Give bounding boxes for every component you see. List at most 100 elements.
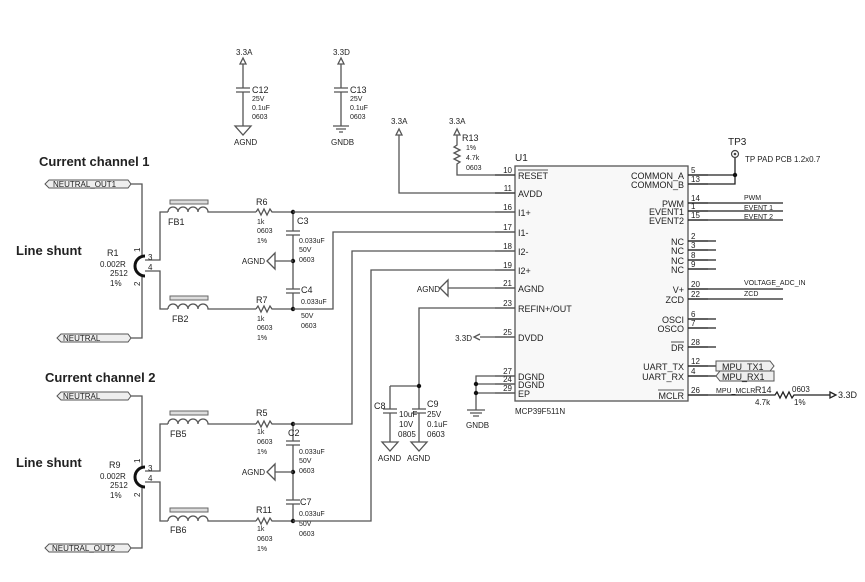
r11-ref: R11 (256, 505, 272, 515)
c13-value: 0.1uF (350, 105, 368, 112)
pin-number: 5 (691, 166, 696, 175)
pin-name: I2- (518, 247, 529, 257)
pin-name: I1- (518, 228, 529, 238)
net-voltage-adc-in: VOLTAGE_ADC_IN (744, 280, 806, 287)
c9-ref: C9 (427, 399, 439, 409)
pin-name: V+ (673, 285, 684, 295)
pin-number: 14 (691, 194, 700, 203)
pin-name: UART_TX (643, 362, 684, 372)
r7-ref: R7 (256, 295, 268, 305)
net-event1: EVENT 1 (744, 205, 773, 212)
agnd-label: AGND (242, 257, 265, 266)
tp3-ref: TP3 (728, 137, 747, 148)
power-arrow-icon (452, 127, 462, 136)
r13-package: 0603 (466, 165, 482, 172)
c2-voltage: 50V (299, 458, 312, 465)
pin-number: 3 (691, 241, 696, 250)
c2-package: 0603 (299, 468, 315, 475)
pin-number: 11 (504, 184, 513, 193)
pin-number: 9 (691, 260, 696, 269)
r1-pin2: 2 (133, 281, 142, 286)
c12-ref: C12 (252, 85, 269, 95)
r14-ref: R14 (755, 385, 772, 395)
r1-ref: R1 (107, 248, 119, 258)
pin-number: 17 (503, 223, 512, 232)
pin-name: I1+ (518, 208, 531, 218)
c7-ref: C7 (300, 497, 312, 507)
right-nets: PWM EVENT 1 EVENT 2 VOLTAGE_ADC_IN ZCD M… (688, 195, 858, 407)
r9-ref: R9 (109, 460, 121, 470)
pin-number: 2 (691, 232, 696, 241)
agnd-icon (233, 125, 253, 136)
pin-name: EP (518, 389, 530, 399)
c12-voltage: 25V (252, 96, 265, 103)
c13-decoupling: 3.3D C13 25V 0.1uF 0603 GNDB (331, 48, 368, 147)
pin-name: DR (671, 343, 684, 353)
ferrite-bead-icon (169, 507, 209, 513)
pin-number: 28 (691, 338, 700, 347)
net-pwm: PWM (744, 195, 761, 202)
c4-voltage: 50V (301, 313, 314, 320)
heading-current-channel-2: Current channel 2 (45, 370, 156, 385)
r7-package: 0603 (257, 325, 273, 332)
r9-package: 2512 (110, 481, 128, 490)
pin-name: I2+ (518, 266, 531, 276)
pin-name: MCLR (658, 391, 684, 401)
c8-value: 10uF (399, 410, 417, 419)
fb1-ref: FB1 (168, 217, 185, 227)
r13-ref: R13 (462, 133, 479, 143)
c3-value: 0.033uF (299, 238, 325, 245)
r6-ref: R6 (256, 197, 268, 207)
pin-number: 6 (691, 310, 696, 319)
fb2-ref: FB2 (172, 314, 189, 324)
r14-tolerance: 1% (794, 398, 806, 407)
r14-value: 4.7k (755, 398, 771, 407)
c3-ref: C3 (297, 216, 309, 226)
net-zcd: ZCD (744, 291, 758, 298)
power-label-3v3a: 3.3A (391, 117, 408, 126)
pin-number: 7 (691, 319, 696, 328)
r9-pin2: 2 (133, 492, 142, 497)
c3-package: 0603 (299, 257, 315, 264)
port-neutral2-label: NEUTRAL (63, 392, 101, 401)
pin-name: DGND (518, 380, 545, 390)
ferrite-bead-icon (169, 199, 209, 205)
agnd-label: AGND (242, 468, 265, 477)
pin-name: NC (671, 246, 684, 256)
heading-current-channel-1: Current channel 1 (39, 154, 150, 169)
power-arrow-icon (829, 390, 838, 400)
agnd-icon (380, 441, 429, 452)
pin-number: 10 (503, 166, 512, 175)
c13-package: 0603 (350, 114, 366, 121)
pin-number: 12 (691, 357, 700, 366)
agnd-icon (266, 462, 276, 482)
c12-package: 0603 (252, 114, 268, 121)
pin-number: 24 (503, 375, 512, 384)
r1-pin1: 1 (133, 247, 142, 252)
power-arrow-icon (238, 56, 248, 65)
power-label-3v3d: 3.3D (333, 48, 350, 57)
c9-package: 0603 (427, 430, 445, 439)
c9-voltage: 25V (427, 410, 442, 419)
power-label-3v3d: 3.3D (455, 334, 472, 343)
agnd-label: AGND (407, 454, 430, 463)
pin-name: NC (671, 256, 684, 266)
port-neutral1 (56, 333, 132, 343)
c8-voltage: 10V (399, 420, 414, 429)
r5-ref: R5 (256, 408, 268, 418)
power-arrow-icon (394, 127, 404, 136)
gndb-icon (333, 125, 349, 133)
avdd-supply: 3.3A (391, 117, 515, 194)
ferrite-bead-icon (169, 410, 209, 416)
r6-package: 0603 (257, 228, 273, 235)
net-mpu-mclr: MPU_MCLR (716, 388, 755, 395)
agnd-icon (266, 251, 276, 271)
r9-pin1: 1 (133, 458, 142, 463)
pin-name: DVDD (518, 333, 544, 343)
r1-value: 0.002R (100, 260, 126, 269)
pin-name: UART_RX (642, 372, 684, 382)
pin-name: OSCO (657, 324, 684, 334)
